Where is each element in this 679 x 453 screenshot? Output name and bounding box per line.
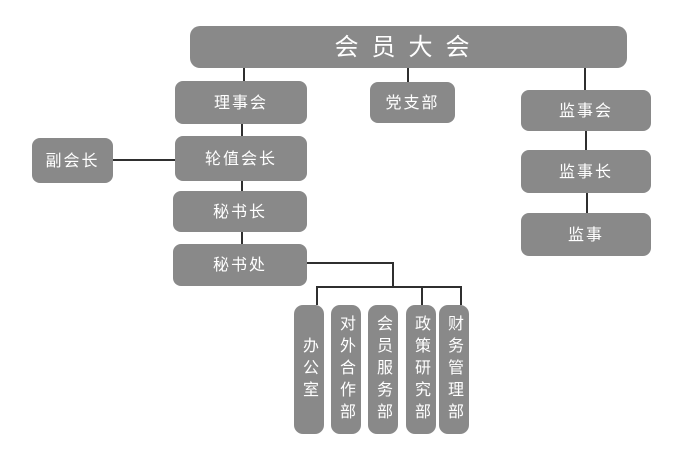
node-external-cooperation-dept: 对外合作部 [331,305,361,434]
connector-line [316,286,462,288]
node-council: 理事会 [175,81,307,124]
node-policy-research-dept: 政策研究部 [406,305,436,434]
connector-line [407,68,409,82]
connector-line [243,68,245,81]
node-secretariat: 秘书处 [173,244,307,286]
connector-line [421,287,423,305]
connector-line [460,287,462,305]
node-vice-president: 副会长 [32,138,113,183]
node-party-branch: 党支部 [370,82,455,123]
node-supervisor: 监事 [521,213,651,256]
node-rotating-president: 轮值会长 [175,136,307,181]
node-financial-management-dept: 财务管理部 [439,305,469,434]
connector-line [392,262,394,288]
connector-line [241,181,243,191]
node-office: 办公室 [294,305,324,434]
connector-line [584,68,586,90]
node-member-service-dept: 会员服务部 [368,305,398,434]
connector-line [241,124,243,136]
connector-line [241,232,243,244]
node-supervisory-board: 监事会 [521,90,651,131]
node-secretary-general: 秘书长 [173,191,307,232]
node-member-assembly: 会员大会 [190,26,627,68]
connector-line [113,159,175,161]
connector-line [316,287,318,305]
connector-line [586,193,588,213]
connector-line [585,131,587,150]
node-chief-supervisor: 监事长 [521,150,651,193]
connector-line [307,262,393,264]
